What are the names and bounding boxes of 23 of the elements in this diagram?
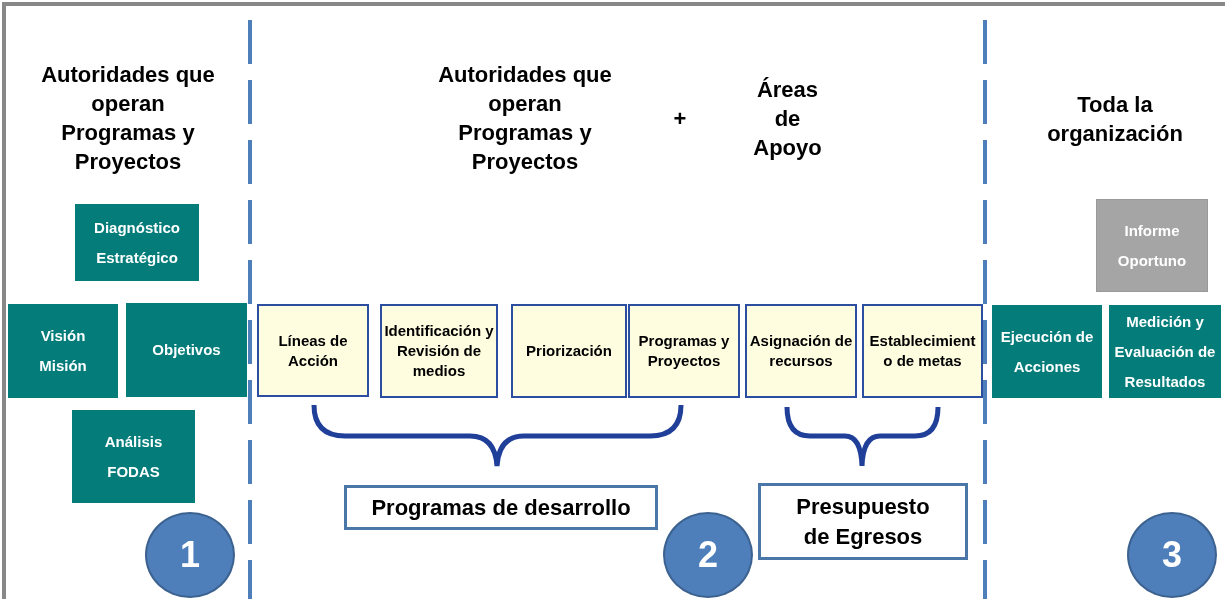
process-box: Identificación y Revisión de medios: [380, 304, 498, 398]
process-box: Establecimient o de metas: [862, 304, 983, 398]
heading: Toda la organización: [1046, 91, 1184, 148]
process-box: Objetivos: [126, 303, 247, 397]
number-circle: 3: [1127, 512, 1217, 598]
process-box: Ejecución de Acciones: [992, 305, 1102, 398]
group-box: Programas de desarrollo: [344, 485, 658, 530]
process-box: Priorización: [511, 304, 627, 398]
heading: Autoridades que operan Programas y Proyectos: [437, 61, 613, 176]
group-box: Presupuesto de Egresos: [758, 483, 968, 560]
report-box: Informe Oportuno: [1096, 199, 1208, 292]
plus-sign: +: [672, 105, 688, 133]
process-box: Medición y Evaluación de Resultados: [1109, 305, 1221, 398]
process-box: Análisis FODAS: [72, 410, 195, 503]
process-box: Diagnóstico Estratégico: [75, 204, 199, 281]
process-box: Asignación de recursos: [745, 304, 857, 398]
heading: Áreas de Apoyo: [752, 76, 823, 162]
process-box: Visión Misión: [8, 304, 118, 398]
number-circle: 2: [663, 512, 753, 598]
process-box: Programas y Proyectos: [628, 304, 740, 398]
heading: Autoridades que operan Programas y Proyectos: [40, 61, 216, 176]
process-box: Líneas de Acción: [257, 304, 369, 397]
number-circle: 1: [145, 512, 235, 598]
